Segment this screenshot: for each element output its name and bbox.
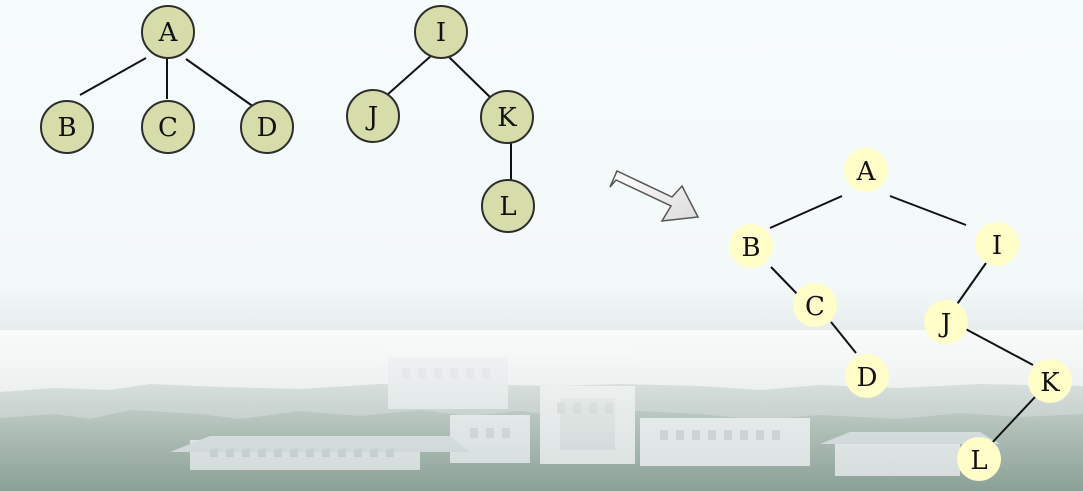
edge-i-j <box>386 54 433 96</box>
binary-node-k: K <box>1028 359 1072 403</box>
tree-a: A B C D <box>40 5 294 154</box>
binary-node-c: C <box>793 283 837 327</box>
binary-node-c-label: C <box>805 292 825 322</box>
binary-node-d: D <box>845 354 889 398</box>
binary-node-d-label: D <box>857 363 878 393</box>
edge-i-j-binary <box>952 262 987 311</box>
node-b: B <box>40 100 94 154</box>
binary-node-k-label: K <box>1040 368 1060 398</box>
node-i: I <box>414 5 468 59</box>
binary-node-l: L <box>957 437 1001 481</box>
binary-node-j-label: J <box>938 309 951 339</box>
node-c: C <box>141 100 195 154</box>
edge-a-b <box>79 57 147 96</box>
node-k: K <box>480 90 534 144</box>
background-campus-scene <box>0 330 1083 491</box>
node-b-label: B <box>57 113 76 143</box>
node-j: J <box>346 89 400 143</box>
node-a-label: A <box>158 18 179 48</box>
transformation-arrow <box>609 169 700 222</box>
edge-a-d <box>185 58 255 108</box>
node-d-label: D <box>257 113 278 143</box>
edge-b-c-binary <box>770 266 802 299</box>
edge-i-k <box>448 56 493 100</box>
node-l: L <box>481 179 535 233</box>
node-j-label: J <box>365 102 378 132</box>
edge-j-k-binary <box>959 325 1034 366</box>
edge-k-l-binary <box>989 396 1036 446</box>
binary-node-b: B <box>729 224 773 268</box>
binary-tree-right: A B C D I J K L <box>729 148 1072 481</box>
node-l-label: L <box>499 192 516 222</box>
binary-node-a: A <box>844 148 888 192</box>
edge-a-i-binary <box>889 195 967 226</box>
binary-node-l-label: L <box>970 446 987 476</box>
binary-node-i-label: I <box>992 231 1002 261</box>
binary-node-j: J <box>924 300 968 344</box>
edge-c-d-binary <box>830 321 857 354</box>
node-a: A <box>141 5 195 59</box>
node-c-label: C <box>158 113 178 143</box>
arrow-right-icon <box>609 169 700 222</box>
edge-a-b-binary <box>769 195 843 229</box>
node-d: D <box>240 100 294 154</box>
tree-i: I J K L <box>346 5 535 233</box>
binary-node-i: I <box>975 222 1019 266</box>
node-i-label: I <box>436 18 446 48</box>
node-k-label: K <box>497 103 517 133</box>
forest-left: A B C D I J <box>40 5 535 233</box>
binary-node-a-label: A <box>856 157 877 187</box>
binary-node-b-label: B <box>741 233 760 263</box>
